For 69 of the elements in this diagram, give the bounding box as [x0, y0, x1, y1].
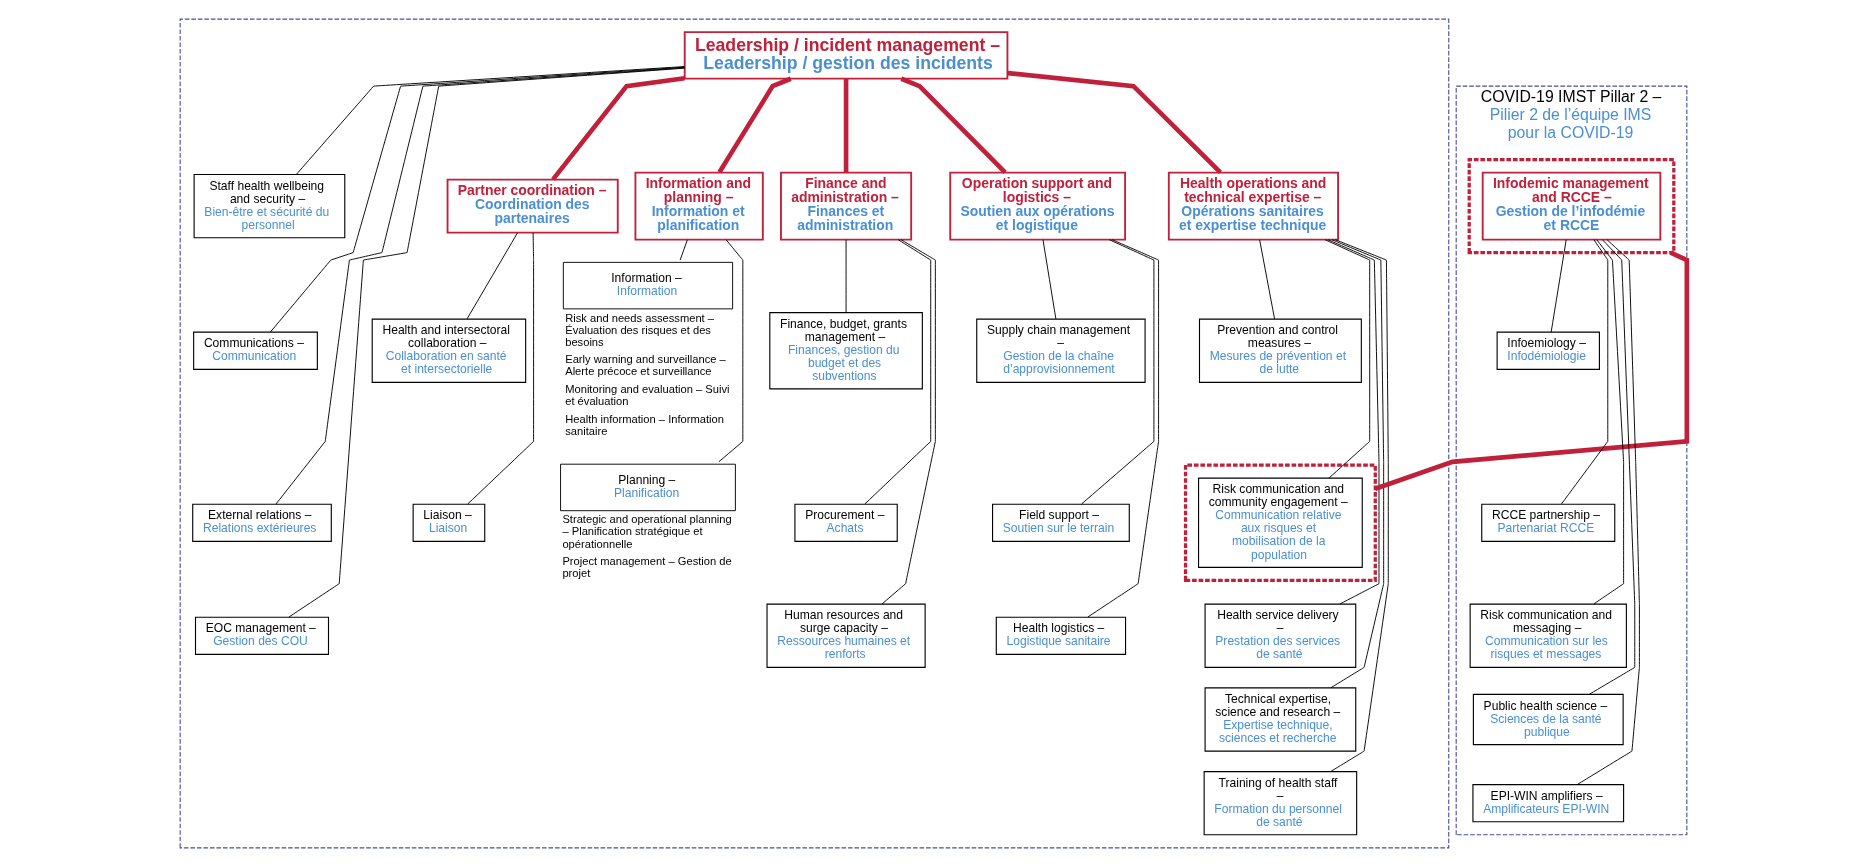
node-box: Health operations and technical expertise – Opérations sanitaires et expertise technique: [1167, 171, 1339, 241]
node-box: Prevention and control measures – Mesures de prévention et de lutte: [1198, 318, 1362, 383]
node-label: Health information – Information sanitaire: [565, 412, 724, 437]
connector: [679, 239, 688, 261]
node-box: Staff health wellbeing and security – Bien-être et sécurité du personnel: [193, 173, 346, 239]
node-box: EOC management – Gestion des COU: [194, 616, 330, 655]
connector: [1593, 239, 1625, 605]
connector: [1330, 239, 1389, 772]
connector: [864, 239, 932, 505]
node-label: Early warning and surveillance – Alerte précoce et surveillance: [565, 353, 726, 378]
connector: [466, 232, 518, 320]
node-box: Health and intersectoral collaboration – Collaboration en santé et intersectorielle: [371, 318, 527, 383]
node-box: Communications – Communication: [193, 331, 318, 370]
connector: [1042, 239, 1057, 320]
node-box: Planning – Planification: [560, 463, 736, 512]
connector: [1324, 239, 1371, 479]
node-box: Human resources and surge capacity – Ressources humaines et renforts: [766, 603, 926, 668]
node-box: Information – Information: [562, 261, 734, 310]
connector: [1259, 239, 1276, 320]
cluster: [1467, 157, 1676, 255]
node-box: Infoemiology – Infodémiologie: [1496, 331, 1600, 370]
connector: [1561, 239, 1609, 505]
connector: [845, 239, 847, 313]
node-box: Training of health staff – Formation du personnel de santé: [1203, 771, 1358, 836]
node-box: Risk communication and community engagement – Communication relative aux risques et mobilisation de la population: [1198, 477, 1363, 568]
node-box: Field support – Soutien sur le terrain: [992, 503, 1130, 542]
node-box: Health service delivery – Prestation des services de santé: [1204, 603, 1357, 668]
node-box: Procurement – Achats: [794, 503, 898, 542]
node-label: Strategic and operational planning – Planification stratégique et opérationnelle: [562, 513, 732, 550]
node-box: Leadership / incident management – Leadership / gestion des incidents: [683, 31, 1009, 80]
node-label: Monitoring and evaluation – Suivi et évaluation: [565, 383, 730, 408]
node-box: Supply chain management – Gestion de la chaîne d’approvisionnement: [976, 318, 1146, 383]
node-label: Project management – Gestion de projet: [562, 555, 732, 580]
node-box: Finance and administration – Finances et administration: [780, 171, 913, 241]
connector: [269, 66, 686, 333]
connector: [1327, 239, 1380, 605]
node-box: Risk communication and messaging – Communication sur les risques et messages: [1469, 603, 1627, 668]
node-box: Operation support and logistics – Soutien aux opérations et logistique: [949, 171, 1126, 241]
connector: [1550, 239, 1567, 333]
node-box: EPI-WIN amplifiers – Amplificateurs EPI-WIN: [1472, 784, 1625, 823]
node-box: Information and planning – Information et planification: [634, 171, 764, 241]
connector: [1087, 239, 1160, 618]
connector: [1330, 239, 1385, 689]
connector: [717, 76, 792, 174]
node-box: Health logistics – Logistique sanitaire: [995, 616, 1127, 655]
connector: [1081, 239, 1155, 505]
node-box: Public health science – Sciences de la santé publique: [1472, 693, 1624, 746]
connector: [718, 239, 744, 463]
node-box: Liaison – Liaison: [412, 503, 486, 542]
connector: [1576, 239, 1640, 785]
connector: [467, 232, 535, 505]
node-box: Partner coordination – Coordination des partenaires: [446, 178, 619, 234]
connector: [1007, 70, 1222, 174]
connector: [551, 75, 685, 181]
node-box: External relations – Relations extérieures: [192, 503, 332, 542]
node-label: Risk and needs assessment – Évaluation des risques et des besoins: [565, 311, 715, 348]
connector: [275, 67, 686, 505]
node-box: Infodemic management and RCCE – Gestion de l’infodémie et RCCE: [1481, 171, 1662, 241]
connector: [296, 66, 685, 175]
connector: [881, 239, 936, 605]
connector: [843, 78, 849, 173]
connector: [900, 76, 1007, 174]
node-box: Finance, budget, grants management – Finances, gestion du budget et des subventions: [769, 312, 923, 390]
node-box: RCCE partnership – Partenariat RCCE: [1481, 503, 1616, 542]
cluster: [179, 18, 1450, 849]
node-box: Technical expertise, science and research – Expertise technique, sciences et recherche: [1204, 687, 1357, 752]
connector: [1374, 250, 1690, 491]
connector: [288, 67, 685, 618]
cluster: [1183, 463, 1377, 583]
